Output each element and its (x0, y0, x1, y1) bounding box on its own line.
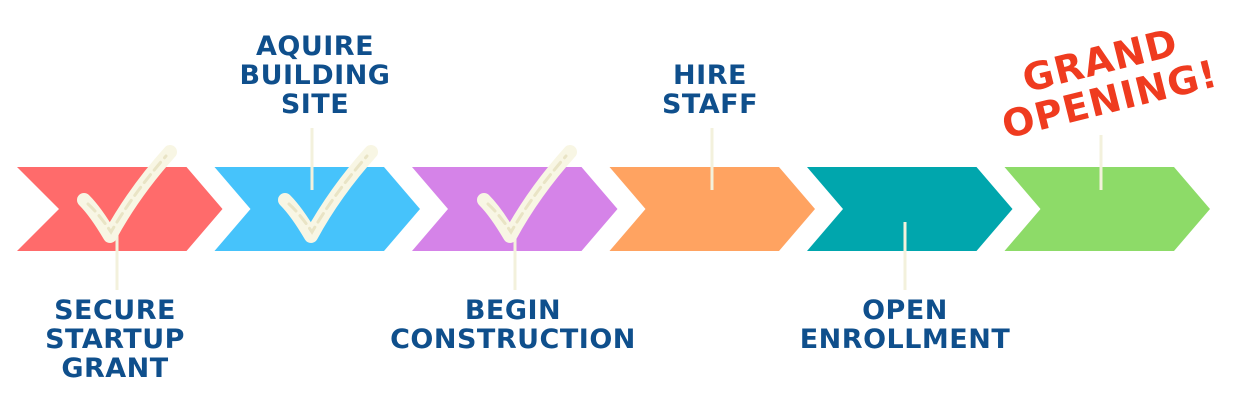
step-label-secure-startup-grant: SECURE STARTUP GRANT (45, 295, 185, 384)
checkmark-icon-secure-startup-grant (77, 145, 177, 243)
chevron-open-enrollment (807, 167, 1013, 251)
checkmark-icon-aquire-building-site (278, 145, 378, 243)
step-label-open-enrollment: OPEN ENROLLMENT (799, 295, 1011, 355)
chevron-hire-staff (609, 167, 815, 251)
step-label-hire-staff: HIRE STAFF (661, 60, 759, 120)
chevron-begin-construction (412, 167, 618, 251)
chevron-grand-opening (1004, 167, 1210, 251)
step-label-begin-construction: BEGIN CONSTRUCTION (390, 295, 636, 355)
step-label-aquire-building-site: AQUIRE BUILDING SITE (239, 31, 391, 120)
checkmark-icon-begin-construction (477, 145, 577, 243)
chevron-aquire-building-site (214, 167, 420, 251)
